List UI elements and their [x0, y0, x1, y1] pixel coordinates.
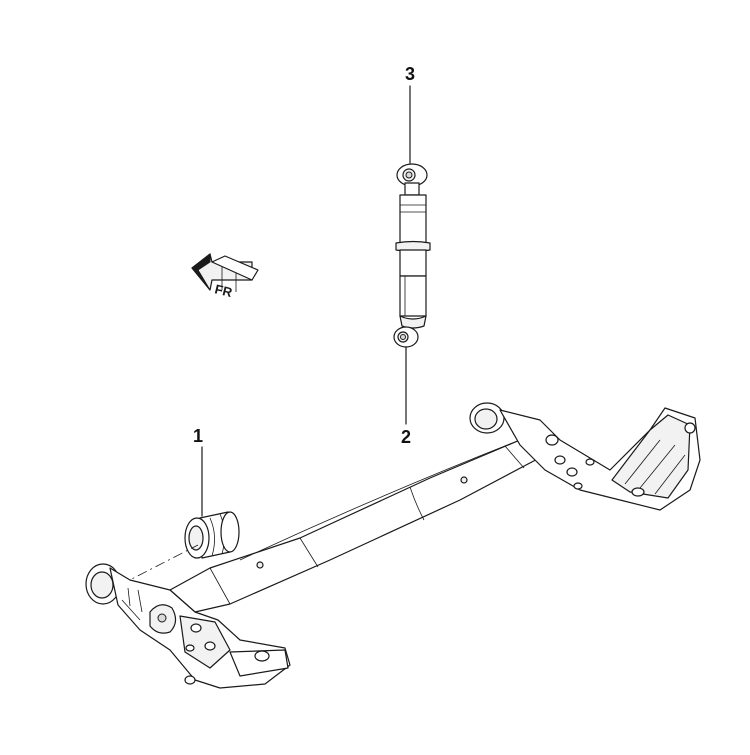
callout-1: 1	[193, 426, 204, 446]
callout-2: 2	[401, 427, 412, 447]
front-label: FR	[213, 281, 234, 300]
front-direction-arrow-icon: FR	[192, 254, 258, 300]
callout-3: 3	[405, 64, 416, 84]
shock-absorber	[394, 164, 430, 347]
axle-bushing	[185, 512, 239, 558]
twist-beam-axle	[86, 403, 700, 688]
assembly-axis	[120, 545, 198, 585]
